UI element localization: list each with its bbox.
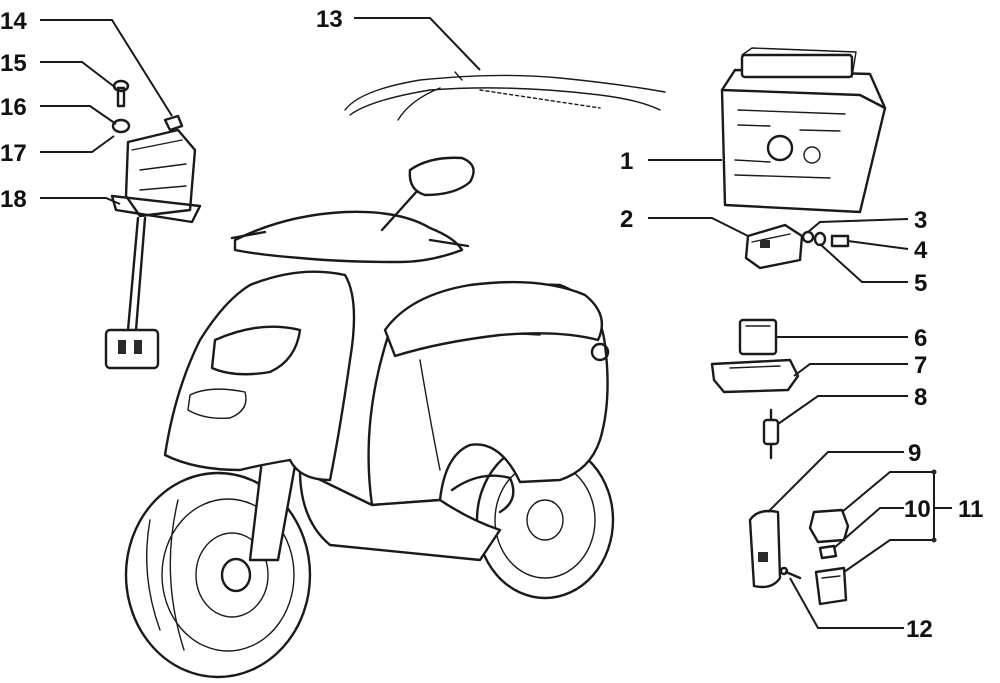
- callout-2: 2: [620, 206, 633, 233]
- callout-5: 5: [914, 270, 927, 297]
- scooter-illustration: [124, 156, 615, 679]
- callout-7: 7: [914, 352, 927, 379]
- relay-holder: [710, 358, 800, 394]
- mirror: [380, 156, 475, 232]
- callout-4: 4: [914, 237, 928, 264]
- callout-1: 1: [620, 148, 633, 175]
- headlight-panel: [210, 325, 302, 376]
- fuse-element: [818, 544, 838, 560]
- callout-14: 14: [0, 8, 27, 35]
- battery: [720, 47, 887, 214]
- floorboard: [298, 468, 502, 562]
- callout-18: 18: [0, 186, 27, 213]
- callout-13: 13: [316, 6, 343, 33]
- callout-6: 6: [914, 325, 927, 352]
- starter-relay: [744, 223, 804, 270]
- callout-11: 11: [958, 496, 983, 523]
- handlebar-cover: [233, 210, 464, 264]
- regulator-washer: [111, 118, 131, 134]
- callout-3: 3: [914, 207, 927, 234]
- relay-box: [738, 318, 778, 356]
- fuse-cover-bottom: [814, 566, 848, 606]
- fuse-bracket: [748, 509, 782, 589]
- callout-16: 16: [0, 94, 27, 121]
- front-leg-shield: [163, 270, 356, 482]
- callout-labels: 1 2 3 4 5 6 7 8 9 10 11 12 13 14 15 16 1…: [0, 6, 983, 643]
- fuse-screw: [779, 566, 802, 580]
- callout-15: 15: [0, 50, 27, 77]
- fuse-bulb: [762, 408, 780, 460]
- washer-and-bolt: [801, 230, 850, 248]
- wiring-harness: [344, 71, 666, 121]
- callout-12: 12: [906, 616, 933, 643]
- callout-9: 9: [908, 440, 921, 467]
- voltage-regulator: [104, 128, 202, 370]
- regulator-screw: [112, 79, 130, 108]
- leader-lines: [40, 17, 952, 629]
- fuse-cover-top: [808, 508, 850, 544]
- regulator-nut: [163, 114, 184, 132]
- front-wheel: [124, 471, 312, 679]
- callout-10: 10: [904, 496, 931, 523]
- callout-8: 8: [914, 384, 927, 411]
- front-logo: [187, 388, 247, 420]
- seat: [383, 280, 603, 358]
- callout-17: 17: [0, 140, 27, 167]
